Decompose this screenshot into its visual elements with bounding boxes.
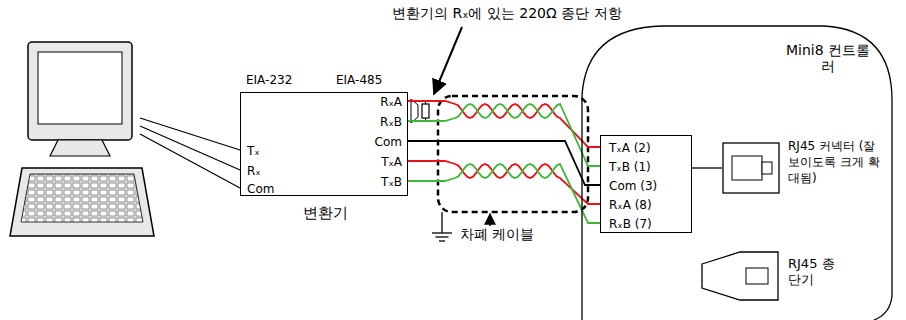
- signal-name: Tₓ: [247, 143, 260, 159]
- terminator-shape: [700, 250, 780, 302]
- terminal-block: TₓA (2) TₓB (1) Com (3) RₓA (8) RₓB (7): [600, 135, 692, 233]
- connector-note: RJ45 커넥터 (잘 보이도록 크게 확대됨): [788, 138, 888, 186]
- standard-name: EIA-232: [246, 72, 292, 89]
- rj45-terminator: RJ45 종단기: [700, 250, 780, 302]
- resistor-symbol: [411, 99, 429, 123]
- serial-wires: [140, 118, 240, 188]
- signal-name: RₓA: [380, 94, 402, 110]
- pin-name: Com (3): [609, 178, 657, 194]
- pin-name: TₓB (1): [609, 159, 651, 175]
- converter-box: 변환기TₓRₓComRₓARₓBComTₓATₓB: [240, 92, 408, 196]
- rj45-connector: RJ45 커넥터 (잘 보이도록 크게 확대됨): [722, 142, 780, 194]
- callout-text: 차폐 케이블: [460, 226, 534, 243]
- controller-name: Mini8 컨트롤러: [783, 42, 873, 74]
- converter-name: 변환기: [241, 205, 409, 221]
- cable-wire: [408, 164, 600, 223]
- computer-icon: [10, 42, 154, 236]
- signal-name: Com: [247, 181, 274, 197]
- controller-housing: [582, 26, 892, 320]
- callout-arrow: [489, 214, 491, 226]
- ground-symbol: [432, 212, 452, 241]
- standard-name: EIA-485: [336, 72, 382, 89]
- connector-socket: [732, 156, 762, 180]
- terminator-body: [702, 252, 778, 300]
- cable-wire: [408, 141, 600, 185]
- pin-name: RₓA (8): [609, 197, 652, 213]
- signal-name: RₓB: [380, 114, 402, 130]
- signal-name: Com: [375, 134, 402, 150]
- terminator-name: RJ45 종단기: [788, 256, 842, 288]
- pin-name: RₓB (7): [609, 216, 652, 232]
- signal-name: TₓA: [381, 154, 402, 170]
- signal-name: Rₓ: [247, 163, 261, 179]
- connector-line: [692, 167, 722, 168]
- connector-latch: [762, 162, 772, 174]
- controller-outline: Mini8 컨트롤러 TₓA (2) TₓB (1) Com (3) RₓA (8) Rₓ…: [578, 22, 898, 320]
- pin-name: TₓA (2): [609, 140, 651, 156]
- callout-text: 변환기의 Rₓ에 있는 220Ω 종단 저항: [392, 5, 622, 22]
- signal-name: TₓB: [381, 174, 402, 190]
- terminator-latch: [746, 268, 768, 284]
- connector-shape: [722, 142, 780, 194]
- connector-body: [723, 143, 779, 193]
- callout-arrow: [434, 27, 462, 94]
